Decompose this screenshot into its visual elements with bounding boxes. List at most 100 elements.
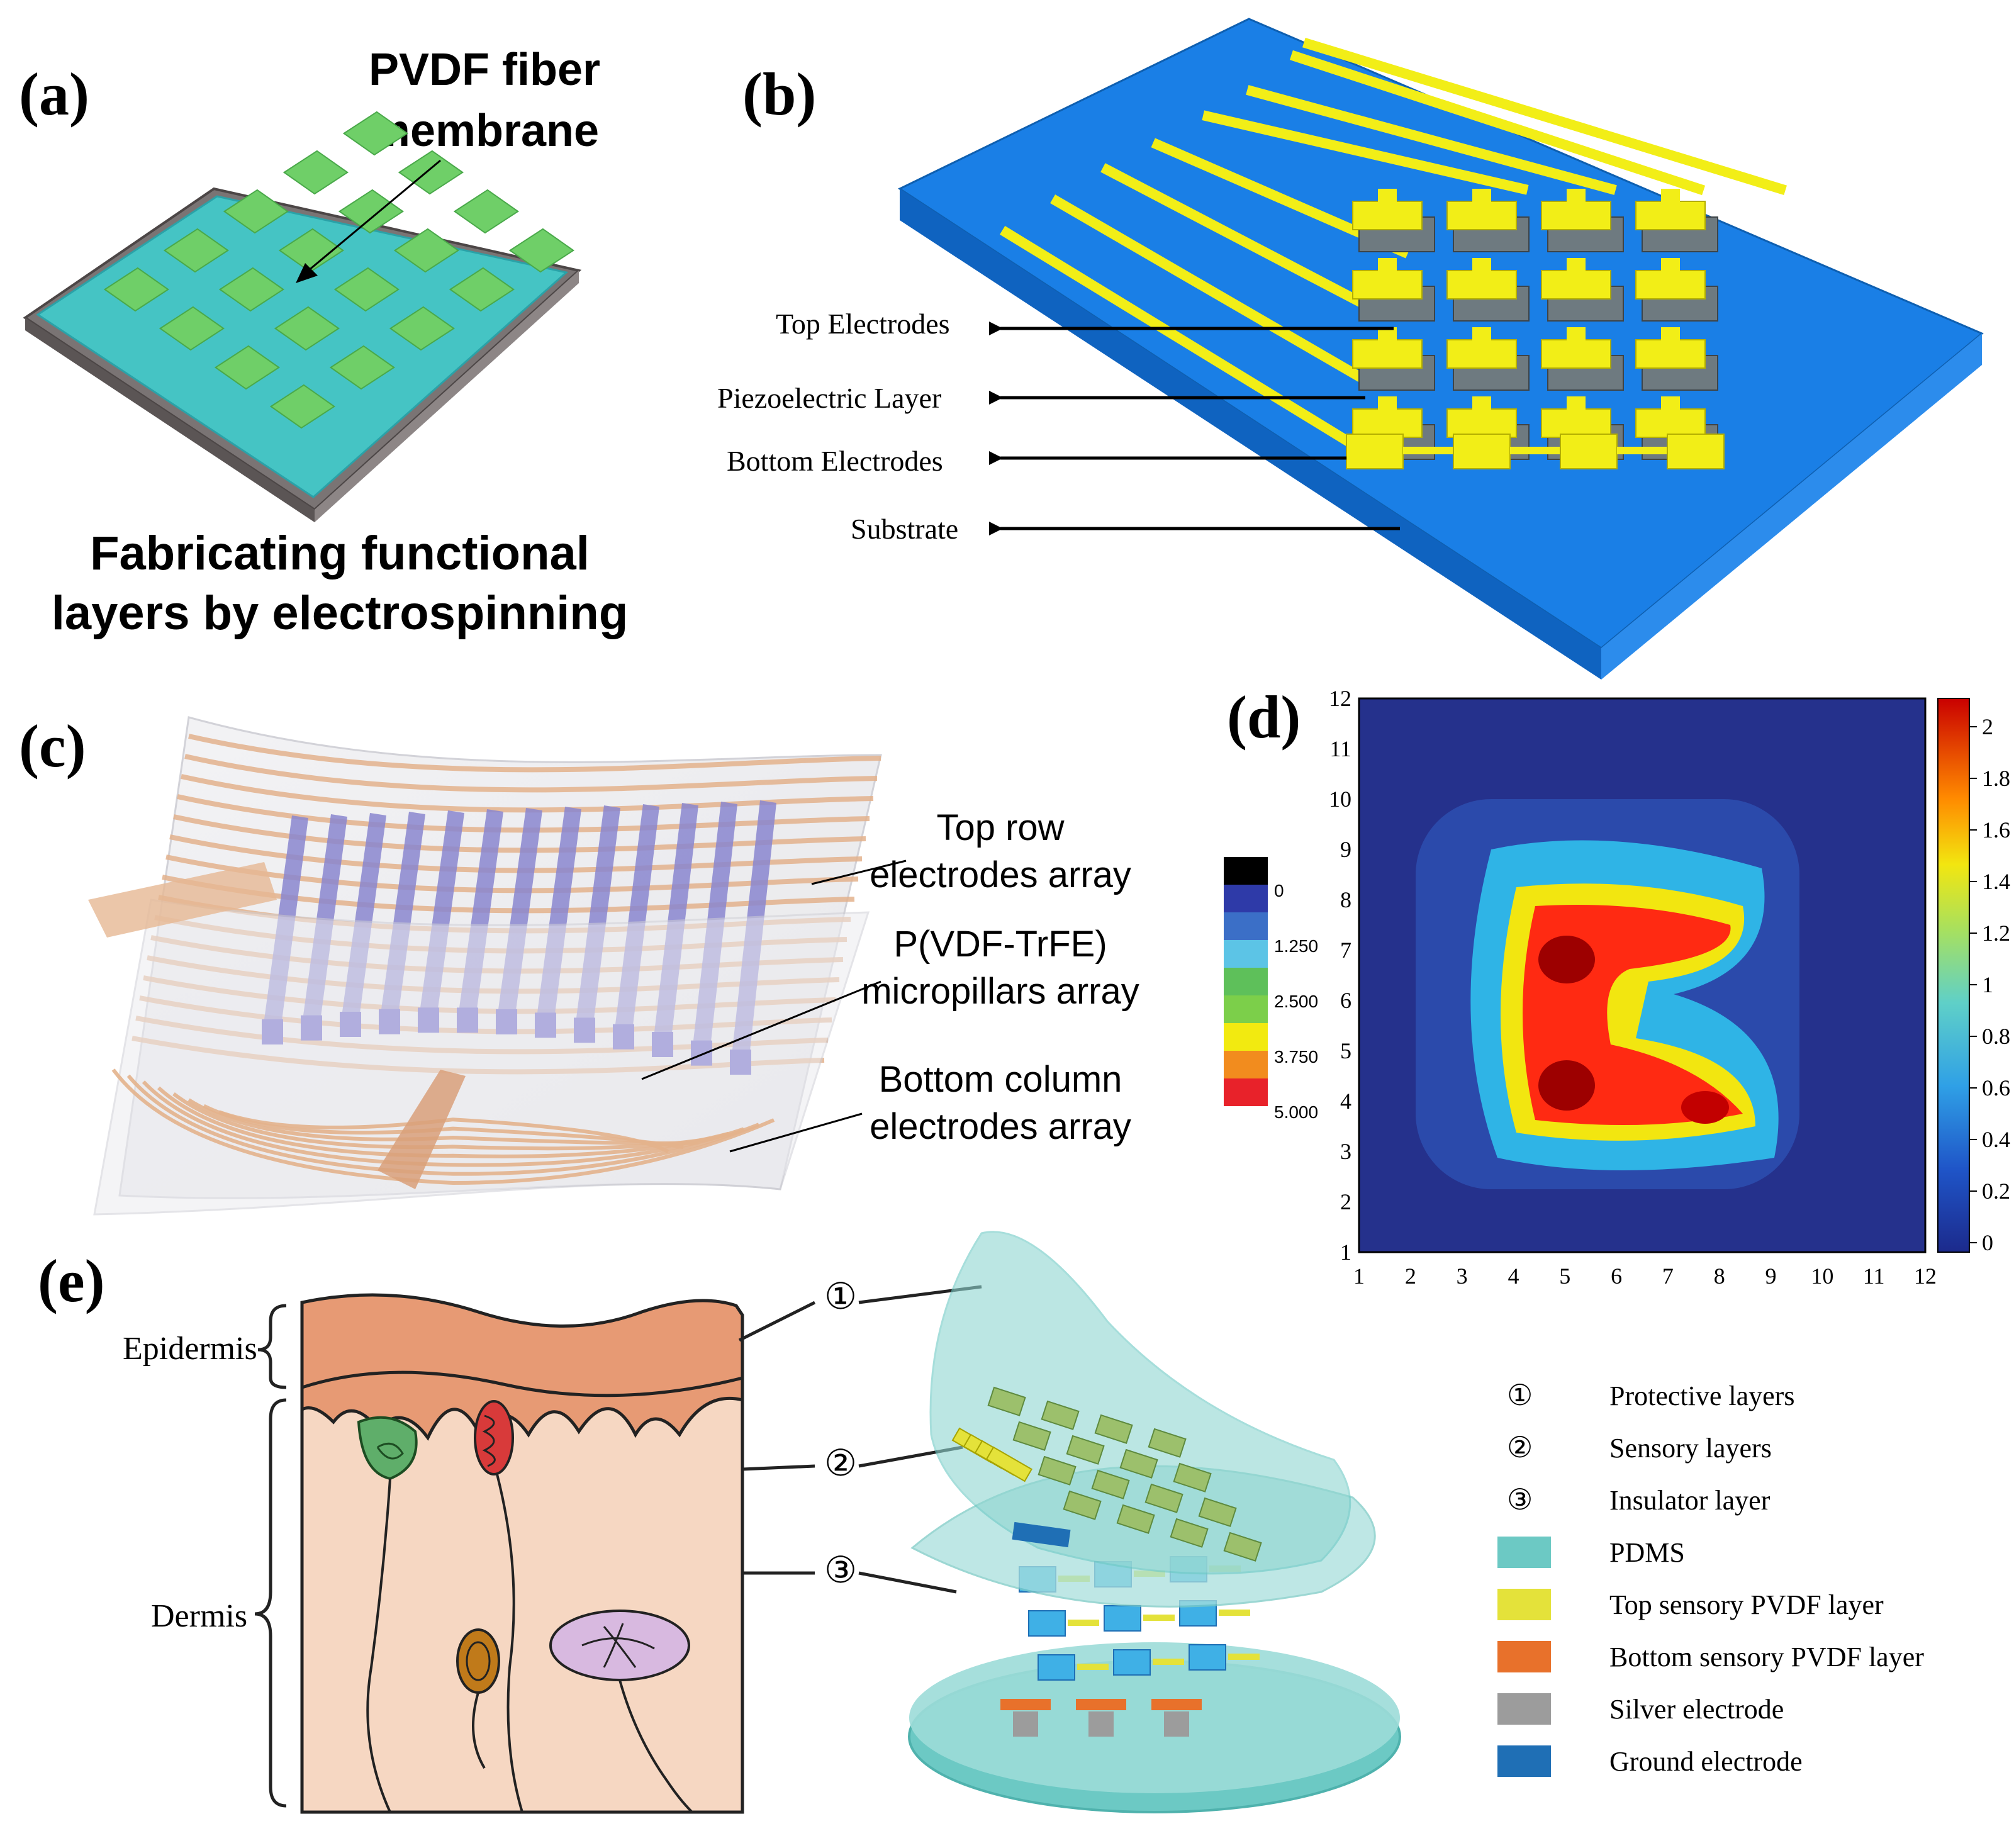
skin-epidermis — [300, 1293, 744, 1441]
legend-swatch — [1497, 1537, 1551, 1568]
top-sensor-pad — [1066, 1435, 1105, 1465]
bottom-electrode-pad — [1560, 434, 1618, 469]
callout-piezoelectric-layer: Piezoelectric Layer — [717, 382, 941, 414]
inset-legend-swatch — [1224, 1078, 1268, 1106]
panel-b-label: (b) — [742, 60, 816, 128]
colorbar-tick-label: 1 — [1982, 972, 1993, 997]
y-tick-label: 9 — [1340, 837, 1351, 862]
column-electrode-line — [126, 1074, 760, 1176]
top-sensor-pad — [987, 1386, 1026, 1416]
bottom-sensor-link — [1153, 1659, 1184, 1665]
colorbar-tick-label: 0.2 — [1982, 1179, 2010, 1204]
callout-top-row-line2: electrodes array — [870, 854, 1131, 895]
legend-label: Top sensory PVDF layer — [1609, 1589, 1884, 1620]
membrane-pad — [398, 150, 464, 195]
top-sensor-pad — [1173, 1462, 1212, 1492]
panel-e: (e) Epidermis Dermis — [38, 1231, 1924, 1814]
x-tick-label: 2 — [1405, 1263, 1416, 1289]
inset-legend-label: 2.500 — [1274, 992, 1318, 1011]
silver-electrode-tab — [1013, 1711, 1038, 1737]
legend-label: Sensory layers — [1609, 1433, 1772, 1464]
membrane-pad — [278, 228, 345, 273]
y-tick-label: 1 — [1340, 1240, 1351, 1265]
y-tick-label: 11 — [1329, 736, 1351, 761]
bottom-sensor-pad — [1113, 1649, 1151, 1676]
colorbar-tick-label: 1.2 — [1982, 921, 2010, 946]
marker-1-line-left — [738, 1301, 816, 1342]
callout-micropillars-line1: P(VDF-TrFE) — [893, 924, 1107, 965]
pointer-micropillars — [641, 980, 881, 1080]
membrane-pad — [393, 228, 460, 273]
label-dermis: Dermis — [151, 1598, 247, 1634]
top-electrode-link — [1378, 396, 1397, 415]
inset-legend-swatch — [1224, 1051, 1268, 1078]
marker-2: ② — [824, 1443, 857, 1484]
membrane-pad — [389, 306, 456, 351]
membrane-pads — [103, 111, 575, 429]
pointer-bottom-column — [729, 1112, 863, 1153]
top-electrode-link — [1378, 189, 1397, 208]
top-sensor-pad — [1038, 1455, 1077, 1486]
column-electrode-line — [142, 1080, 744, 1167]
colorbar-ticks: 00.20.40.60.811.21.41.61.82 — [1969, 714, 2010, 1255]
row-electrode-line — [184, 754, 878, 793]
electrode-trace — [1000, 226, 1353, 447]
x-tick-label: 10 — [1811, 1263, 1833, 1289]
top-sensor-pad — [1144, 1483, 1183, 1513]
inset-legend-label: 0 — [1274, 881, 1284, 900]
x-tick-label: 5 — [1559, 1263, 1570, 1289]
colorbar-tick-label: 0.4 — [1982, 1127, 2010, 1152]
top-electrode-link — [1378, 258, 1397, 277]
top-sensor-pad — [1041, 1400, 1080, 1430]
electrode-trace — [1289, 50, 1706, 196]
membrane-edge-right — [315, 271, 579, 522]
label-epidermis: Epidermis — [123, 1331, 257, 1367]
legend-label: Silver electrode — [1609, 1694, 1784, 1725]
legend-marker: ② — [1507, 1431, 1533, 1464]
top-electrode-link — [1472, 396, 1491, 415]
membrane-edge — [25, 318, 315, 522]
x-tick-label: 7 — [1662, 1263, 1674, 1289]
flexible-sheet-front — [93, 899, 870, 1216]
membrane-pad — [338, 189, 405, 234]
x-tick-label: 8 — [1714, 1263, 1725, 1289]
top-sensor-pad — [1148, 1428, 1187, 1458]
callout-top-electrodes: Top Electrodes — [776, 308, 950, 340]
bottom-sensor-link — [1143, 1615, 1175, 1621]
bottom-sensor-pad — [1189, 1644, 1226, 1671]
electrode-trace — [1246, 85, 1617, 195]
colorbar-tick-label: 0 — [1982, 1230, 1993, 1255]
substrate-side — [1601, 333, 1982, 680]
bottom-electrode-link — [1403, 447, 1453, 454]
callout-substrate: Substrate — [851, 513, 958, 545]
panel-a-annotation-line2: membrane — [370, 106, 599, 156]
top-sensor-pad — [1116, 1504, 1155, 1534]
top-sensor-pad — [1063, 1490, 1102, 1520]
heatmap-peak-3 — [1681, 1091, 1729, 1124]
meissner-corpuscle-green — [357, 1416, 418, 1813]
bottom-sensor-pad — [1028, 1610, 1066, 1637]
inset-legend-label: 5.000 — [1274, 1102, 1318, 1122]
colorbar-tick-label: 0.8 — [1982, 1024, 2010, 1049]
legend-label: PDMS — [1609, 1537, 1685, 1568]
membrane-pad — [283, 150, 349, 195]
membrane-pad — [453, 189, 520, 234]
column-electrode-line — [218, 1110, 669, 1154]
legend-swatch — [1497, 1693, 1551, 1725]
panel-a-pointer-arrow — [296, 263, 318, 283]
inset-legend-label: 1.250 — [1274, 936, 1318, 956]
top-electrode-link — [1661, 327, 1680, 346]
y-tick-label: 2 — [1340, 1189, 1351, 1214]
marker-3: ③ — [824, 1550, 857, 1591]
inset-legend-swatch — [1224, 1023, 1268, 1051]
callout-bottom-electrodes: Bottom Electrodes — [727, 445, 943, 477]
pdms-top-shell — [929, 1231, 1351, 1575]
membrane-pad — [333, 267, 400, 312]
top-electrode-link — [1472, 327, 1491, 346]
panel-c-label: (c) — [19, 712, 86, 780]
pdms-bottom-disc-top — [909, 1642, 1400, 1793]
